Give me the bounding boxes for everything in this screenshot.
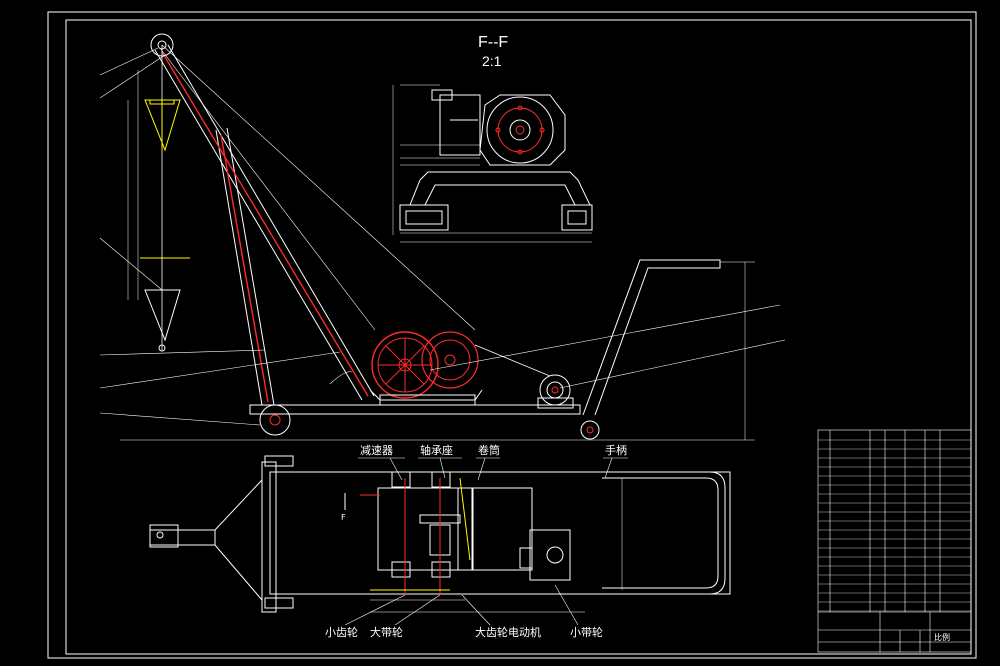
handle-frame	[582, 259, 721, 416]
winch-drum-small	[421, 331, 479, 389]
callout-motor: 大齿轮电动机	[475, 625, 541, 639]
callout-small-gear: 小齿轮	[325, 625, 358, 639]
callouts-bottom: 小齿轮 大带轮 大齿轮电动机 小带轮	[325, 584, 603, 639]
callout-small-pulley: 小带轮	[570, 625, 603, 639]
callout-reducer: 减速器	[360, 444, 393, 457]
callouts-top: 减速器 轴承座 卷筒 手柄	[358, 443, 628, 481]
bom-rows	[818, 439, 971, 612]
callout-handle: 手柄	[605, 443, 627, 457]
inner-frame	[65, 19, 972, 655]
section-view: F--F 2:1	[392, 34, 593, 243]
plan-view	[149, 455, 731, 613]
title-block-scale: 比例	[934, 632, 950, 642]
callout-drum: 卷筒	[478, 443, 500, 457]
callout-large-gear: 大带轮	[370, 625, 403, 639]
side-elevation	[99, 33, 786, 441]
outer-frame	[47, 11, 977, 659]
hook-assembly	[140, 99, 190, 352]
title-block	[817, 429, 972, 653]
boom-centerline	[161, 51, 369, 397]
section-marker: F	[341, 493, 346, 522]
callout-bearing-seat: 轴承座	[420, 443, 453, 457]
rear-wheel	[580, 420, 600, 440]
motor-pulley	[537, 374, 574, 409]
base-rail	[249, 404, 581, 415]
front-wheel	[259, 404, 291, 436]
section-title: F--F	[478, 34, 508, 51]
svg-text:F: F	[341, 513, 346, 522]
section-scale: 2:1	[482, 53, 502, 69]
